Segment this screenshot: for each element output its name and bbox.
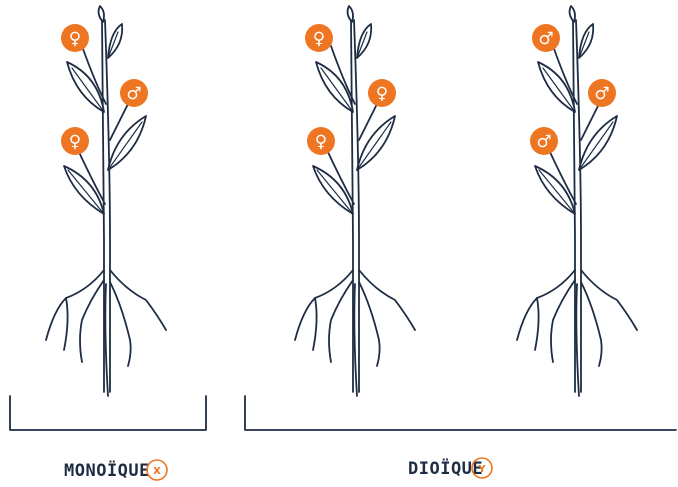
flower-symbol: ♂	[536, 132, 551, 152]
group-label-dioique: DIOÏQUE Y	[408, 457, 493, 479]
plant-3: ♂ ♂ ♂	[516, 5, 638, 397]
plant-1: ♀ ♂ ♀	[45, 5, 167, 397]
group-label-text: DIOÏQUE	[408, 457, 483, 479]
flower-symbol: ♀	[313, 29, 325, 49]
group-marker: X	[153, 466, 161, 477]
flower-badge: ♀	[305, 24, 333, 52]
flower-badge: ♂	[588, 79, 616, 107]
plant-illustration	[294, 5, 416, 397]
flower-symbol: ♀	[376, 84, 388, 104]
plant-illustration	[45, 5, 167, 397]
flower-symbol: ♂	[126, 84, 141, 104]
flower-badge: ♀	[61, 24, 89, 52]
plant-2: ♀ ♀ ♀	[294, 5, 416, 397]
plant-illustration	[516, 5, 638, 397]
flower-symbol: ♂	[594, 84, 609, 104]
group-label-monoique: MONOÏQUE X	[64, 459, 168, 481]
flower-badge: ♀	[368, 79, 396, 107]
flower-symbol: ♀	[69, 29, 81, 49]
group-marker: Y	[477, 464, 486, 475]
group-label-text: MONOÏQUE	[64, 459, 150, 481]
group-bracket-dioique	[244, 395, 677, 431]
flower-symbol: ♂	[538, 29, 553, 49]
group-bracket-monoique	[9, 395, 207, 431]
flower-badge: ♂	[532, 24, 560, 52]
flower-badge: ♂	[120, 79, 148, 107]
flower-symbol: ♀	[315, 132, 327, 152]
flower-badge: ♂	[530, 127, 558, 155]
flower-badge: ♀	[61, 127, 89, 155]
flower-badge: ♀	[307, 127, 335, 155]
flower-symbol: ♀	[69, 132, 81, 152]
